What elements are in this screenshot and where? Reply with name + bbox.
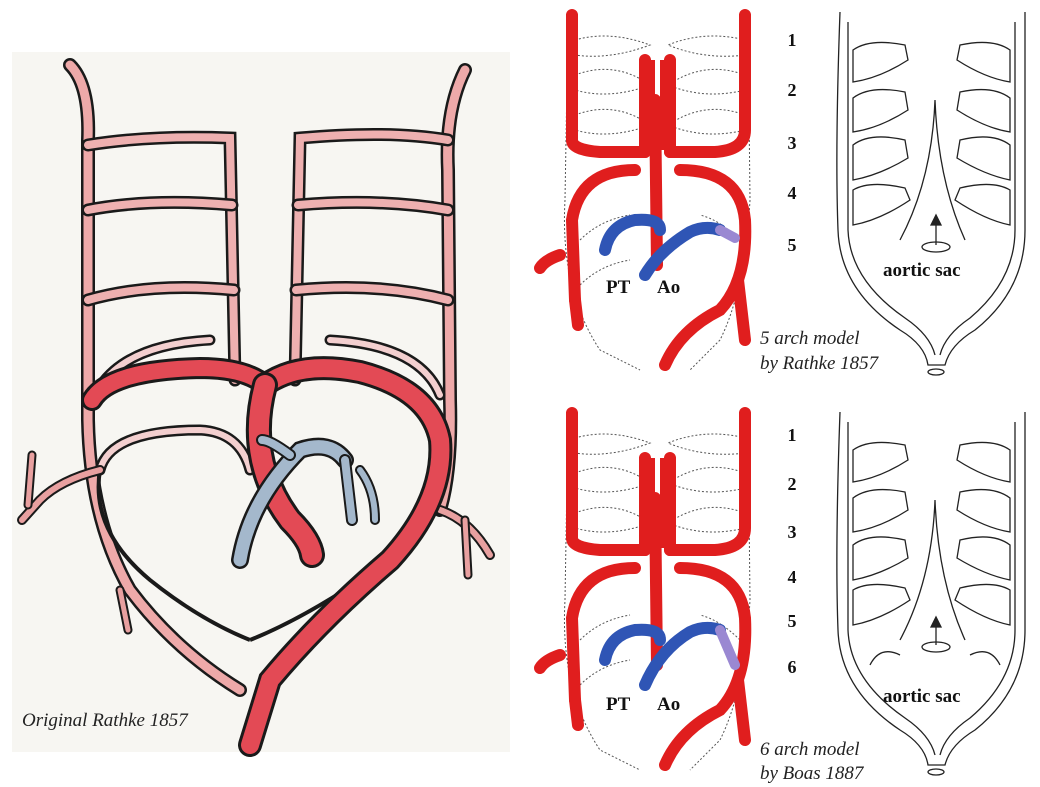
six-arch-pt-label: PT xyxy=(606,694,630,716)
six-arch-ductus xyxy=(720,630,735,665)
six-arch-caption-line1: 6 arch model xyxy=(760,738,860,761)
six-arch-red-vessels xyxy=(540,413,745,765)
six-arch-number-3: 3 xyxy=(782,522,802,543)
six-arch-number-6: 6 xyxy=(782,657,802,678)
six-arch-number-1: 1 xyxy=(782,425,802,446)
six-arch-number-2: 2 xyxy=(782,474,802,495)
six-arch-number-5: 5 xyxy=(782,611,802,632)
six-arch-ao-label: Ao xyxy=(657,694,680,716)
six-arch-number-4: 4 xyxy=(782,567,802,588)
six-arch-caption-line2: by Boas 1887 xyxy=(760,762,863,785)
six-arch-pulmonary-trunk xyxy=(605,628,720,685)
six-arch-outline-model xyxy=(837,412,1025,775)
six-arch-aortic-sac-label: aortic sac xyxy=(883,686,961,708)
